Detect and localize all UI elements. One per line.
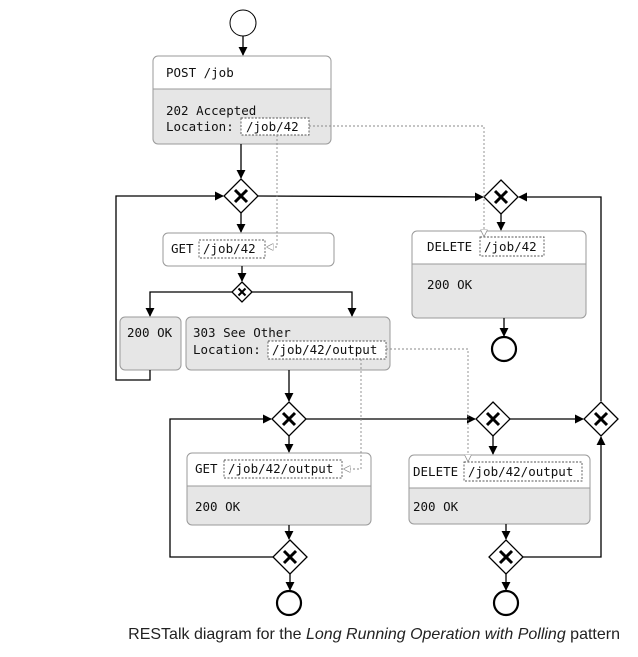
get-job-path: /job/42 xyxy=(203,241,256,256)
exclusive-gateway-x-icon xyxy=(271,401,307,437)
delete-job-path: /job/42 xyxy=(484,239,537,254)
get-output-method: GET xyxy=(195,461,218,476)
get-job-200-response: 200 OK xyxy=(119,316,182,371)
post-job-method: POST /job xyxy=(166,65,234,80)
get-output-status: 200 OK xyxy=(195,499,241,514)
exclusive-gateway-x-icon xyxy=(583,401,619,437)
delete-job-request: DELETE /job/42 200 OK xyxy=(411,230,587,319)
caption-prefix: RESTalk diagram for the xyxy=(128,626,306,643)
get-job-303-location-label: Location: xyxy=(193,342,261,357)
post-job-location-label: Location: xyxy=(166,119,234,134)
post-job-status: 202 Accepted xyxy=(166,103,256,118)
sequence-flows xyxy=(115,36,606,591)
delete-job-status: 200 OK xyxy=(427,277,473,292)
delete-job-method: DELETE xyxy=(427,239,472,254)
end-event-icon xyxy=(275,589,303,617)
end-event-icon xyxy=(492,589,520,617)
exclusive-gateway-x-icon xyxy=(223,178,259,214)
caption-suffix: pattern xyxy=(565,626,620,643)
hyperlink-flows xyxy=(267,125,484,469)
get-job-303-location-link: /job/42/output xyxy=(272,342,377,357)
start-event-icon xyxy=(229,9,257,37)
post-job-request: POST /job 202 Accepted Location: /job/42 xyxy=(152,55,332,145)
end-event-icon xyxy=(490,335,518,363)
exclusive-gateway-x-icon xyxy=(475,401,511,437)
delete-output-request: DELETE /job/42/output 200 OK xyxy=(408,454,591,525)
get-job-303-status: 303 See Other xyxy=(193,325,291,340)
delete-output-status: 200 OK xyxy=(413,499,459,514)
exclusive-gateway-x-icon xyxy=(483,179,519,215)
exclusive-gateway-x-icon xyxy=(272,539,308,575)
get-job-method: GET xyxy=(171,241,194,256)
get-output-path: /job/42/output xyxy=(228,461,333,476)
diagram-caption: RESTalk diagram for the Long Running Ope… xyxy=(0,626,638,644)
delete-output-method: DELETE xyxy=(413,464,458,479)
exclusive-gateway-x-icon xyxy=(231,281,253,303)
restalk-diagram: POST /job 202 Accepted Location: /job/42… xyxy=(115,9,619,617)
get-job-request: GET /job/42 xyxy=(162,232,335,267)
delete-output-path: /job/42/output xyxy=(468,464,573,479)
get-job-200-status: 200 OK xyxy=(127,325,173,340)
caption-pattern-name: Long Running Operation with Polling xyxy=(306,626,566,643)
exclusive-gateway-x-icon xyxy=(488,539,524,575)
get-job-303-response: 303 See Other Location: /job/42/output xyxy=(185,316,391,371)
get-output-request: GET /job/42/output 200 OK xyxy=(186,452,372,526)
post-job-location-link: /job/42 xyxy=(246,119,299,134)
